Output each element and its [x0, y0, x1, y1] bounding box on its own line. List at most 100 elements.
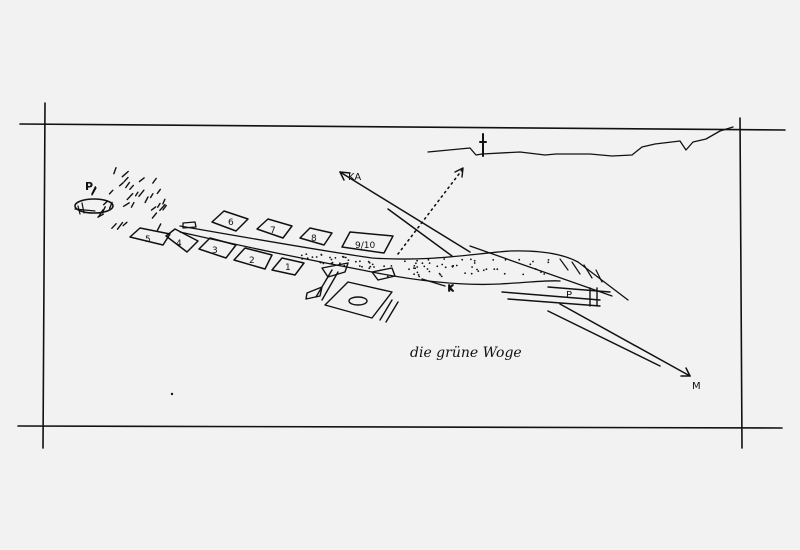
tree-stroke [156, 223, 162, 232]
wave-stipple [300, 253, 550, 278]
tree-stroke [129, 184, 134, 190]
parking-west-hatch [74, 202, 96, 215]
tree-stroke [156, 188, 161, 195]
k-label: K [448, 284, 454, 293]
tree-stroke [91, 186, 97, 195]
stipple-dot [404, 260, 406, 263]
stipple-dot [473, 259, 476, 262]
stipple-dot [320, 254, 323, 256]
building-row-upper-labels: 6 7 8 9/10 [228, 218, 375, 251]
stipple-dot [529, 263, 532, 266]
k-pointer [421, 278, 446, 287]
tree-stroke [138, 177, 145, 183]
tree-stroke [159, 203, 166, 212]
stipple-dot [477, 270, 480, 272]
sightline-dotted [397, 169, 463, 255]
stipple-dot [421, 262, 424, 265]
building-label-4: 4 [176, 239, 182, 249]
building-label-8: 8 [311, 234, 317, 244]
building-label-9-10: 9/10 [355, 241, 375, 251]
building-3 [198, 237, 237, 259]
parking-west-label: P [85, 180, 93, 193]
stipple-dot [493, 268, 496, 270]
building-label-1: 1 [285, 263, 291, 273]
frame-right-line [739, 117, 743, 449]
tree-stroke [113, 167, 117, 175]
stipple-dot [473, 262, 476, 264]
gate-post [315, 269, 339, 301]
stipple-dot [503, 272, 506, 275]
stipple-dot [386, 275, 389, 278]
stipple-dot [367, 260, 370, 263]
stipple-dot [476, 268, 478, 271]
direction-ka-label: KA [348, 172, 361, 183]
stipple-dot [417, 273, 420, 276]
building-7 [256, 218, 293, 239]
stipple-dot [369, 265, 372, 268]
stipple-dot [415, 262, 417, 265]
stipple-dot [315, 256, 318, 258]
stipple-dot [339, 262, 341, 265]
stipple-dot [361, 265, 363, 268]
building-8 [299, 227, 333, 246]
kiosk [371, 267, 396, 281]
wave-lower-edge [179, 231, 561, 286]
wave-stub [182, 221, 197, 229]
frame [17, 102, 786, 449]
gate-structure [321, 262, 349, 278]
stipple-dot [485, 268, 488, 271]
stipple-dot [347, 259, 350, 261]
plaza-square [324, 281, 393, 319]
sightline [397, 167, 464, 255]
stipple-dot [413, 273, 415, 276]
building-9-10 [341, 231, 394, 254]
building-label-5: 5 [145, 235, 151, 245]
stipple-dot [330, 262, 333, 265]
stipple-dot [416, 266, 419, 268]
stipple-dot [426, 268, 429, 270]
stipple-dot [518, 258, 521, 261]
tree-stroke [97, 209, 104, 218]
direction-m [547, 303, 691, 377]
building-label-7: 7 [270, 226, 276, 236]
stipple-dot [300, 254, 303, 257]
tree-stroke [144, 196, 149, 204]
stipple-dot [470, 272, 473, 275]
tree-stroke [122, 202, 130, 207]
tree-stroke [102, 200, 108, 206]
m-arrow-side [547, 310, 661, 367]
tree-stroke [149, 193, 154, 199]
tree-stroke [157, 202, 161, 208]
skyline [427, 126, 734, 157]
wave-upper-edge [179, 225, 579, 263]
stipple-dot [341, 255, 344, 258]
tree-stroke [138, 189, 145, 197]
tree-stroke [134, 191, 139, 197]
parking-east-label: P [566, 290, 572, 301]
building-5 [129, 227, 171, 246]
stipple-dot [439, 274, 442, 276]
ka-arrow-head [339, 171, 351, 181]
stipple-dot [343, 264, 346, 267]
stipple-dot [305, 253, 308, 256]
tower [479, 133, 487, 157]
stipple-dot [359, 260, 361, 263]
tree-scatter [91, 167, 167, 232]
stipple-dot [329, 256, 331, 259]
m-arrow-head [680, 367, 691, 377]
direction-m-label: M [692, 381, 701, 392]
stipple-dot [368, 262, 371, 264]
stipple-dot [455, 264, 458, 267]
tree-stroke [123, 176, 129, 183]
stipple-dot [344, 256, 347, 259]
stipple-dot [540, 271, 542, 273]
ka-arrow-line [339, 171, 471, 253]
building-2 [233, 247, 273, 270]
parking-west: P [74, 180, 114, 215]
tree-stroke [162, 198, 166, 205]
stipple-dot [451, 265, 454, 268]
stipple-dot [371, 263, 374, 266]
stipple-dot [311, 256, 314, 258]
tree-stroke [122, 221, 128, 227]
